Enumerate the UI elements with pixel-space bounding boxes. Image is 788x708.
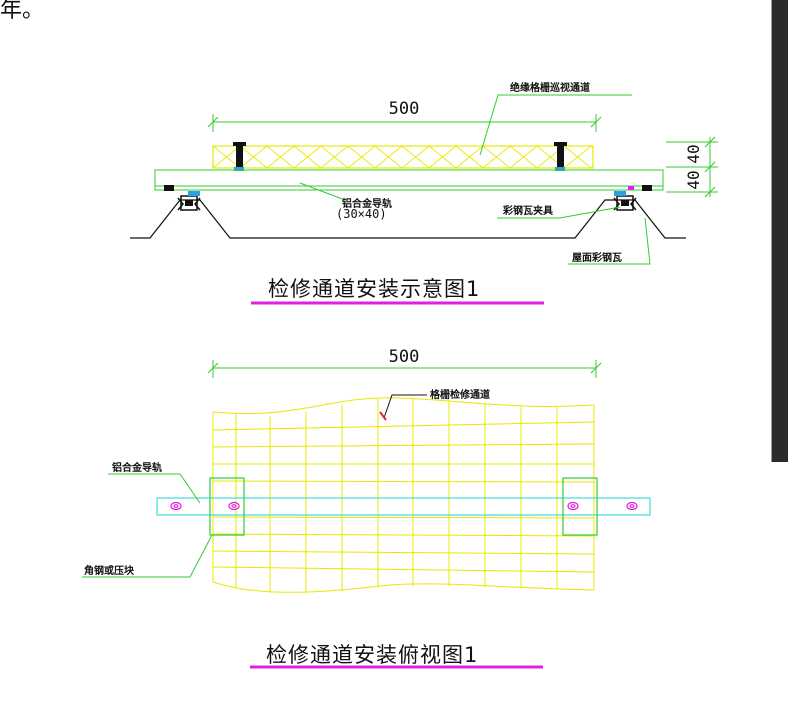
page-top-text: 年。 [0, 0, 45, 23]
dimension-500-label-1: 500 [389, 99, 420, 119]
title-side-view: 检修通道安装示意图1 [268, 277, 481, 301]
clamp-right [613, 185, 652, 211]
bolt-right [554, 142, 567, 171]
roof-sheet-profile [130, 199, 686, 239]
diagram-top-view: 500 [82, 347, 651, 669]
label-roof-sheet: 屋面彩钢瓦 [572, 251, 622, 264]
dimension-40-40-right [666, 136, 718, 198]
dimension-40-label-bottom: 40 [684, 170, 703, 189]
label-aluminium-rail: 铝合金导轨 [342, 197, 392, 210]
bolt-holes [170, 501, 638, 511]
label-insulated-grating: 绝缘格栅巡视通道 [510, 81, 590, 94]
scrollbar[interactable] [772, 0, 788, 462]
dimension-500-label-2: 500 [389, 347, 420, 367]
leader-grating [379, 394, 427, 421]
dimension-500-bottom [207, 360, 602, 378]
grating-grid [212, 397, 595, 593]
label-clamp: 彩钢瓦夹具 [502, 204, 553, 217]
label-rail-size: (30×40) [336, 207, 387, 221]
leaders-side-view [299, 94, 651, 265]
grating-panel [212, 145, 594, 169]
leaders-top-view [82, 473, 213, 578]
bolt-left [233, 142, 246, 171]
label-aluminium-rail-2: 铝合金导轨 [112, 461, 162, 474]
diagram-side-view: 500 [130, 81, 718, 305]
label-angle-block: 角钢或压块 [84, 564, 135, 577]
rail-top-view [156, 497, 651, 516]
scrollbar-edge [771, 0, 772, 462]
angle-block-left [209, 477, 245, 536]
rail-side [154, 169, 664, 191]
clamp-left [164, 185, 201, 211]
dimension-40-label-top: 40 [684, 144, 703, 163]
label-grating-channel: 格栅检修通道 [430, 388, 490, 401]
title-top-view: 检修通道安装俯视图1 [266, 643, 479, 667]
angle-block-right [562, 477, 598, 536]
dimension-500-top [207, 114, 602, 132]
